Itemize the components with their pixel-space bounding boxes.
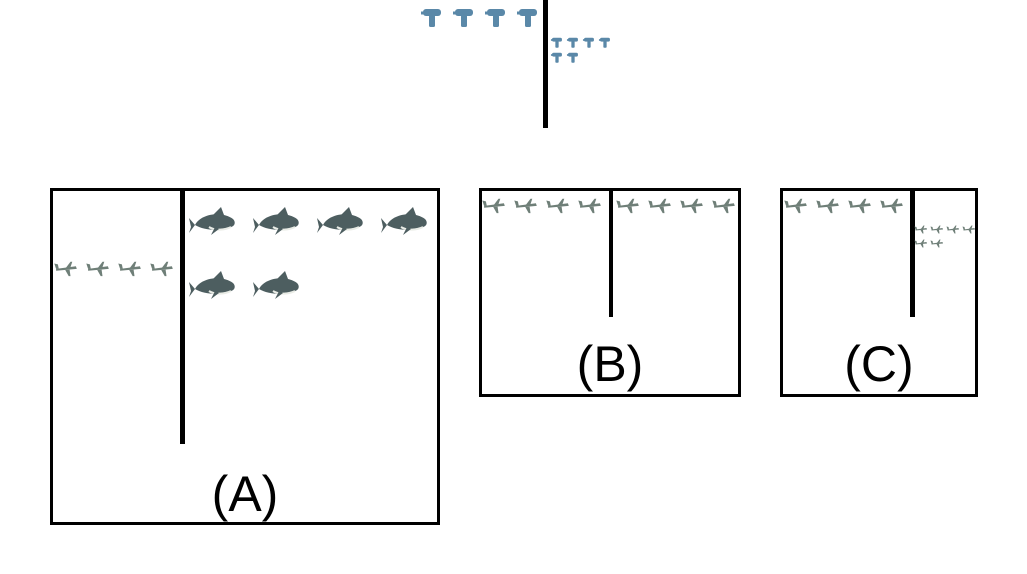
option-c-label: (C): [844, 336, 914, 392]
top-divider-line: [543, 0, 548, 128]
option-a-panel[interactable]: (A): [50, 188, 440, 525]
option-a-divider-line: [180, 191, 185, 444]
option-b-panel[interactable]: (B): [479, 188, 741, 397]
option-c-divider-line: [910, 191, 915, 317]
top-example: [0, 0, 1027, 140]
option-a-label: (A): [211, 466, 279, 522]
option-c-panel[interactable]: (C): [780, 188, 978, 397]
option-b-label: (B): [576, 336, 644, 392]
option-b-divider-line: [609, 191, 613, 317]
